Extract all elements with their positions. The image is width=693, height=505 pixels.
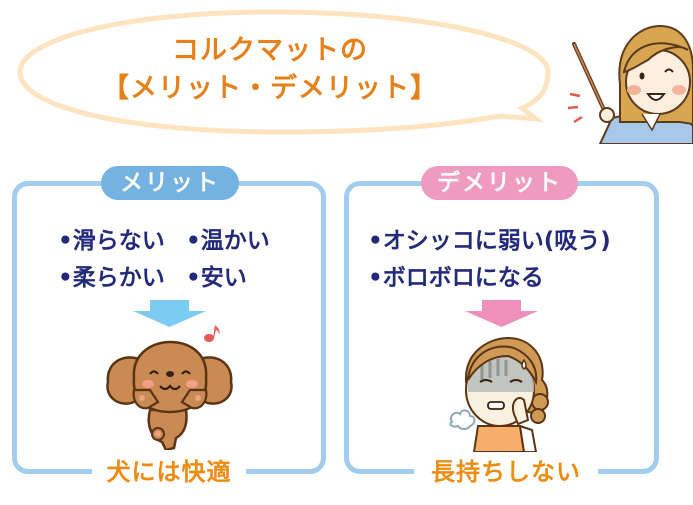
merit-item-soft: •柔らかい	[58, 265, 165, 291]
demerit-item-falls-apart: •ボロボロになる	[368, 265, 544, 291]
teacher-illustration	[567, 24, 693, 144]
poodle-illustration	[106, 340, 233, 450]
merit-label: メリット	[101, 166, 239, 200]
demerit-result: 長持ちしない	[414, 455, 598, 489]
merit-result: 犬には快適	[92, 455, 246, 489]
merit-item-cheap: •安い	[186, 265, 247, 291]
demerit-label: デメリット	[421, 166, 578, 200]
arrow-down-icon	[133, 300, 206, 327]
arrow-down-icon	[465, 300, 538, 327]
merit-item-warm: •温かい	[186, 228, 270, 254]
merit-item-slip-resistant: •滑らない	[58, 228, 165, 254]
speech-bubble	[17, 9, 551, 135]
music-note-icon	[204, 325, 220, 342]
title-line-2: 【メリット・デメリット】	[102, 73, 438, 104]
troubled-woman-illustration	[449, 336, 549, 452]
title-line-1: コルクマットの	[172, 35, 368, 66]
demerit-item-weak-to-urine: •オシッコに弱い(吸う)	[368, 228, 611, 254]
